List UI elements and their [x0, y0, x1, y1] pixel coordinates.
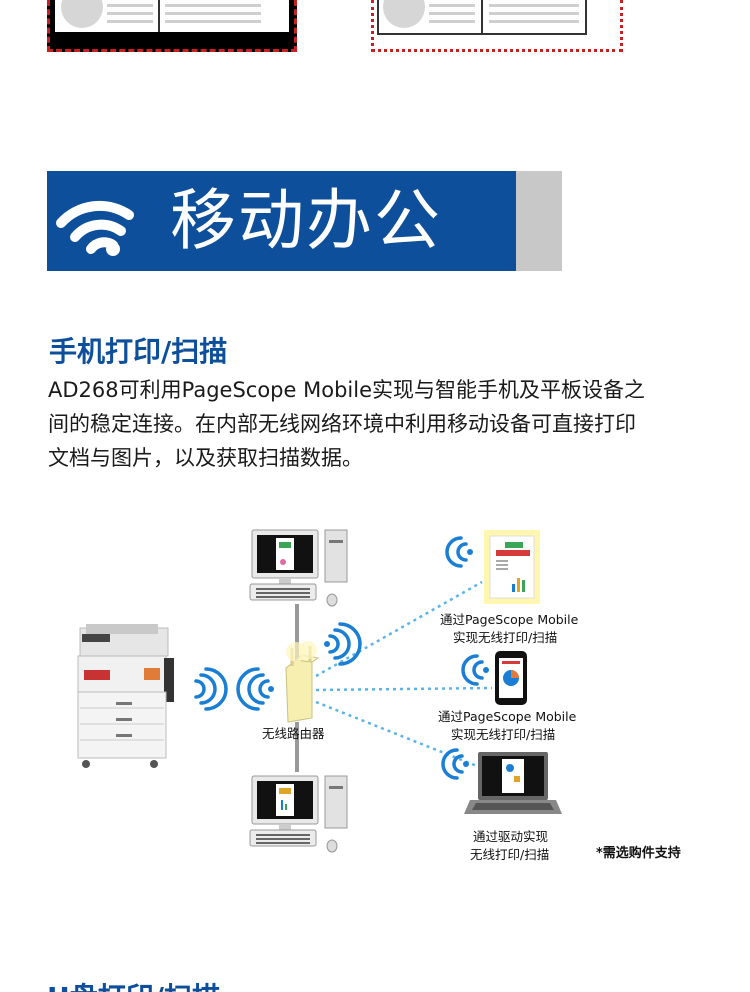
wifi-wave-icon — [194, 667, 228, 711]
next-section-title: U盘打印/扫描 — [47, 976, 220, 992]
banner-accent — [516, 171, 562, 271]
tablet-label-line: 实现无线打印/扫描 — [453, 630, 558, 645]
doc-illustration-black — [47, 0, 297, 52]
section-title: 手机打印/扫描 — [49, 335, 228, 368]
laptop-label-line: 通过驱动实现 — [473, 829, 549, 844]
wifi-wave-icon — [461, 654, 489, 686]
wifi-wave-icon — [445, 536, 473, 568]
footnote: *需选购件支持 — [596, 846, 681, 861]
banner-title: 移动办公 — [170, 182, 442, 259]
phone-label-line: 通过PageScope Mobile — [438, 709, 577, 724]
wifi-wave-icon — [236, 667, 274, 711]
doc-avatar-circle — [61, 0, 103, 28]
desktop-computer-icon — [249, 775, 348, 853]
section-paragraph-line: AD268可利用PageScope Mobile实现与智能手机及平板设备之 — [48, 378, 645, 402]
doc-illustration-red — [371, 0, 623, 52]
router-label: 无线路由器 — [262, 726, 325, 741]
wifi-wave-icon — [441, 748, 469, 780]
smartphone-icon — [495, 651, 527, 705]
wifi-icon — [56, 200, 134, 256]
tablet-document-icon — [484, 530, 540, 604]
section-paragraph-line: 文档与图片，以及获取扫描数据。 — [48, 446, 363, 470]
doc-avatar-circle — [383, 0, 425, 28]
copier-icon — [77, 624, 174, 768]
desktop-computer-icon — [249, 529, 348, 607]
network-diagram — [77, 529, 562, 853]
laptop-label-line: 无线打印/扫描 — [470, 847, 550, 862]
section-paragraph-line: 间的稳定连接。在内部无线网络环境中利用移动设备可直接打印 — [48, 412, 636, 436]
phone-label-line: 实现无线打印/扫描 — [451, 727, 556, 742]
section-banner — [47, 171, 516, 271]
router-icon — [285, 641, 320, 723]
tablet-label-line: 通过PageScope Mobile — [440, 612, 579, 627]
laptop-icon — [464, 752, 562, 814]
wifi-wave-icon — [324, 622, 362, 666]
